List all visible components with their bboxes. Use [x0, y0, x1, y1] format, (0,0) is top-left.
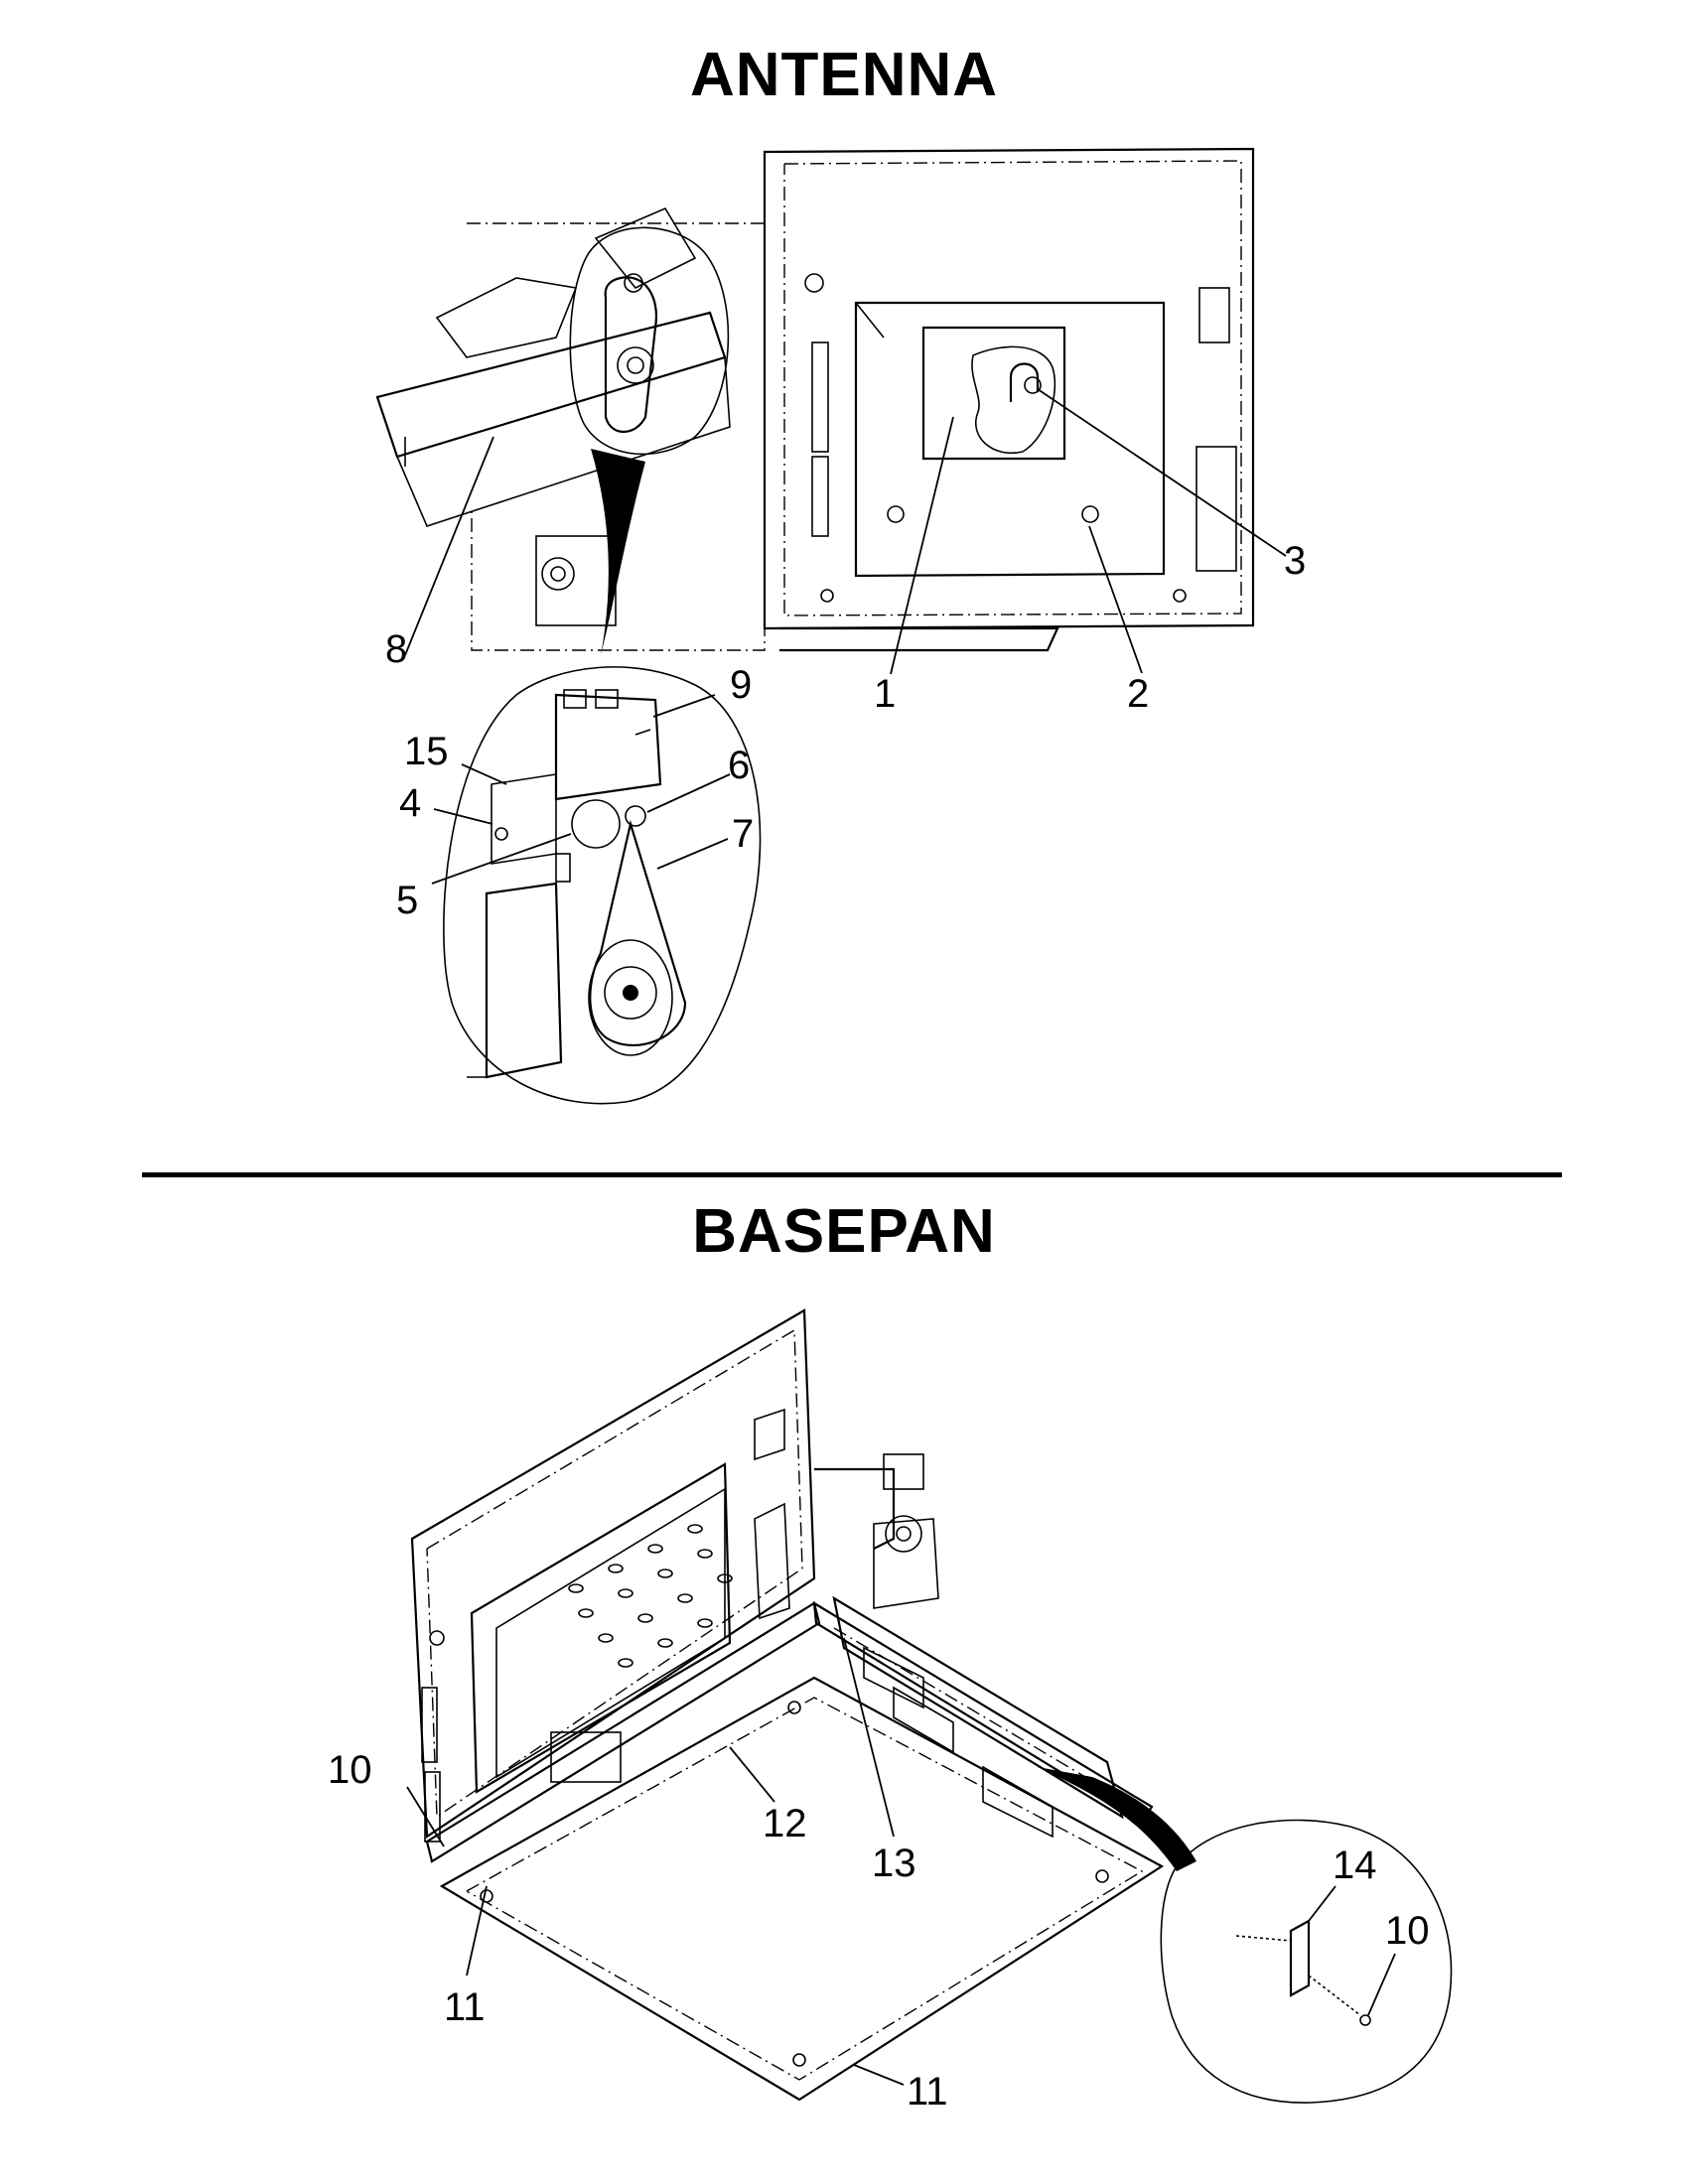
antenna-motor-assembly [375, 206, 766, 655]
cavity-back-panel [763, 147, 1255, 652]
basepan-cabinet [410, 1308, 1196, 2102]
basepan-detail-bubble [1160, 1819, 1453, 2104]
antenna-callouts: 1 2 3 8 9 15 4 5 6 7 [385, 388, 1306, 922]
callout-3: 3 [1284, 539, 1306, 583]
cavity-hole-grid [568, 1524, 733, 1668]
waveguide-cover [921, 326, 1066, 461]
callout-9: 9 [730, 663, 752, 707]
callout-14: 14 [1333, 1843, 1377, 1887]
callout-13: 13 [872, 1842, 916, 1885]
callout-6: 6 [728, 744, 750, 787]
antenna-section-title: ANTENNA [689, 41, 999, 109]
section-divider [142, 1172, 1562, 1177]
antenna-shaft [1009, 362, 1040, 402]
basepan-callouts: 10 12 13 11 11 14 10 [328, 1637, 1430, 2114]
callout-15: 15 [404, 730, 449, 773]
callout-10-right: 10 [1385, 1909, 1430, 1953]
callout-5: 5 [396, 879, 418, 922]
callout-1: 1 [874, 672, 896, 716]
basepan-section-title: BASEPAN [692, 1197, 996, 1266]
callout-11-bottom: 11 [907, 2070, 948, 2114]
callout-7: 7 [732, 812, 754, 856]
antenna-detail-bubble [443, 666, 762, 1105]
callout-2: 2 [1127, 672, 1149, 716]
callout-8: 8 [385, 627, 407, 671]
callout-4: 4 [399, 781, 421, 825]
callout-10-left: 10 [328, 1748, 372, 1792]
callout-12: 12 [763, 1802, 807, 1845]
callout-11-left: 11 [444, 1985, 486, 2029]
